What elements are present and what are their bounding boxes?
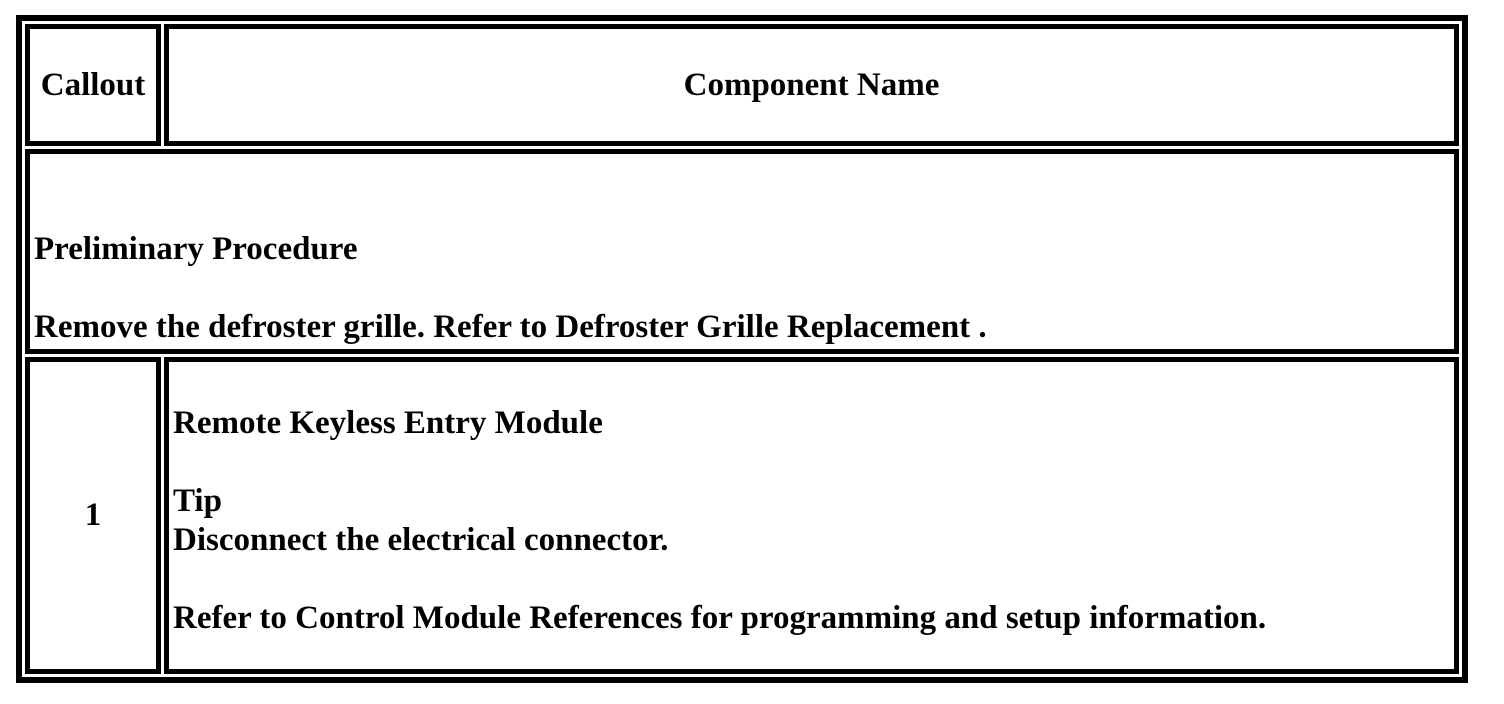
component-description-cell: Remote Keyless Entry Module Tip Disconne… <box>164 357 1459 674</box>
component-name: Remote Keyless Entry Module <box>173 404 603 441</box>
table-header-row: Callout Component Name <box>25 24 1459 146</box>
reference-text: Refer to Control Module References for p… <box>173 599 1267 636</box>
component-name-header-label: Component Name <box>683 66 940 103</box>
blank-line <box>173 560 1450 599</box>
preliminary-procedure-cell: Preliminary Procedure Remove the defrost… <box>25 149 1459 354</box>
blank-line <box>34 269 1450 308</box>
preliminary-procedure-text: Remove the defroster grille. Refer to De… <box>34 309 987 345</box>
table-row: 1 Remote Keyless Entry Module Tip Discon… <box>25 357 1459 674</box>
callout-number-cell: 1 <box>25 357 161 674</box>
component-callout-table: Callout Component Name Preliminary Proce… <box>16 15 1468 683</box>
tip-text: Disconnect the electrical connector. <box>173 521 669 558</box>
tip-label: Tip <box>173 482 222 519</box>
callout-number: 1 <box>84 497 102 533</box>
callout-header-label: Callout <box>40 66 146 103</box>
component-name-header-cell: Component Name <box>164 24 1459 146</box>
preliminary-procedure-row: Preliminary Procedure Remove the defrost… <box>25 149 1459 354</box>
preliminary-procedure-heading: Preliminary Procedure <box>34 231 358 267</box>
callout-header-cell: Callout <box>25 24 161 146</box>
blank-line <box>173 443 1450 482</box>
